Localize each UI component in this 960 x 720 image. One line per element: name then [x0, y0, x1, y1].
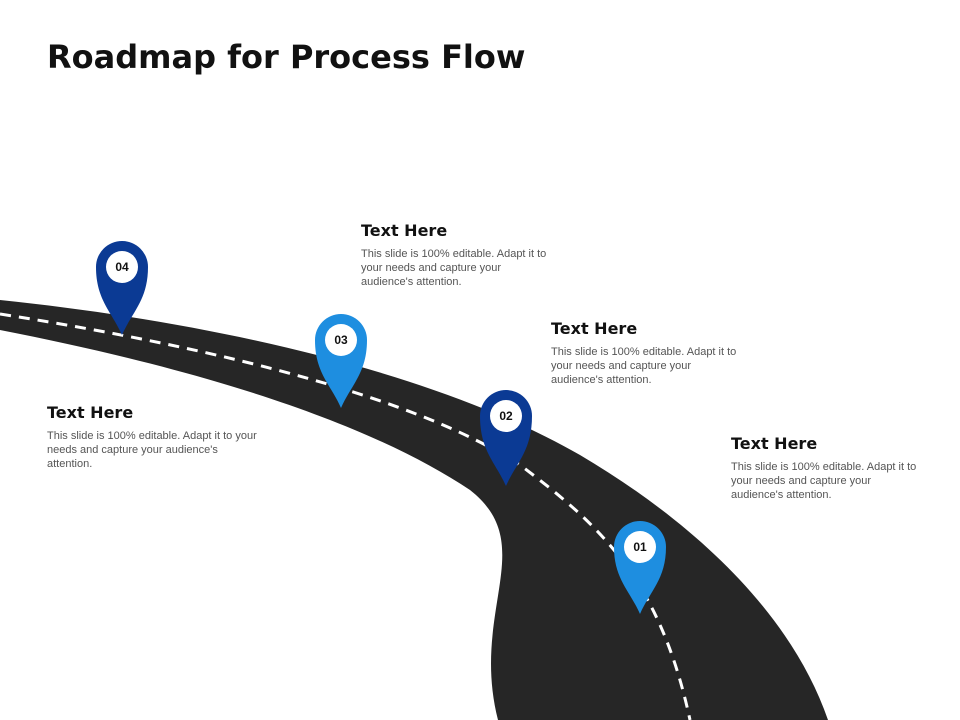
milestone-heading: Text Here [361, 221, 448, 240]
milestone-description: This slide is 100% editable. Adapt it to… [731, 461, 917, 501]
road-shape [0, 300, 828, 720]
milestone-pin-02: 02 [480, 390, 532, 486]
milestone-number: 02 [499, 409, 513, 423]
milestone-description: This slide is 100% editable. Adapt it to… [551, 346, 737, 386]
milestone-pin-03: 03 [315, 314, 367, 408]
milestone-text-01: Text Here This slide is 100% editable. A… [731, 434, 921, 502]
pin-inner-circle [624, 531, 656, 563]
milestone-number: 01 [633, 540, 647, 554]
milestone-description: This slide is 100% editable. Adapt it to… [361, 248, 547, 288]
milestone-number: 03 [334, 333, 348, 347]
milestone-text-04: Text Here This slide is 100% editable. A… [47, 403, 257, 471]
milestone-heading: Text Here [551, 319, 638, 338]
milestone-pin-04: 04 [96, 241, 148, 335]
pin-inner-circle [325, 324, 357, 356]
pin-inner-circle [490, 400, 522, 432]
page-title: Roadmap for Process Flow [47, 38, 526, 76]
milestone-description: This slide is 100% editable. Adapt it to… [47, 430, 257, 470]
milestone-heading: Text Here [47, 403, 134, 422]
milestone-pin-01: 01 [614, 521, 666, 614]
milestone-number: 04 [115, 260, 129, 274]
milestone-text-02: Text Here This slide is 100% editable. A… [551, 319, 746, 387]
pin-inner-circle [106, 251, 138, 283]
milestone-text-03: Text Here This slide is 100% editable. A… [361, 221, 556, 289]
milestone-heading: Text Here [731, 434, 818, 453]
